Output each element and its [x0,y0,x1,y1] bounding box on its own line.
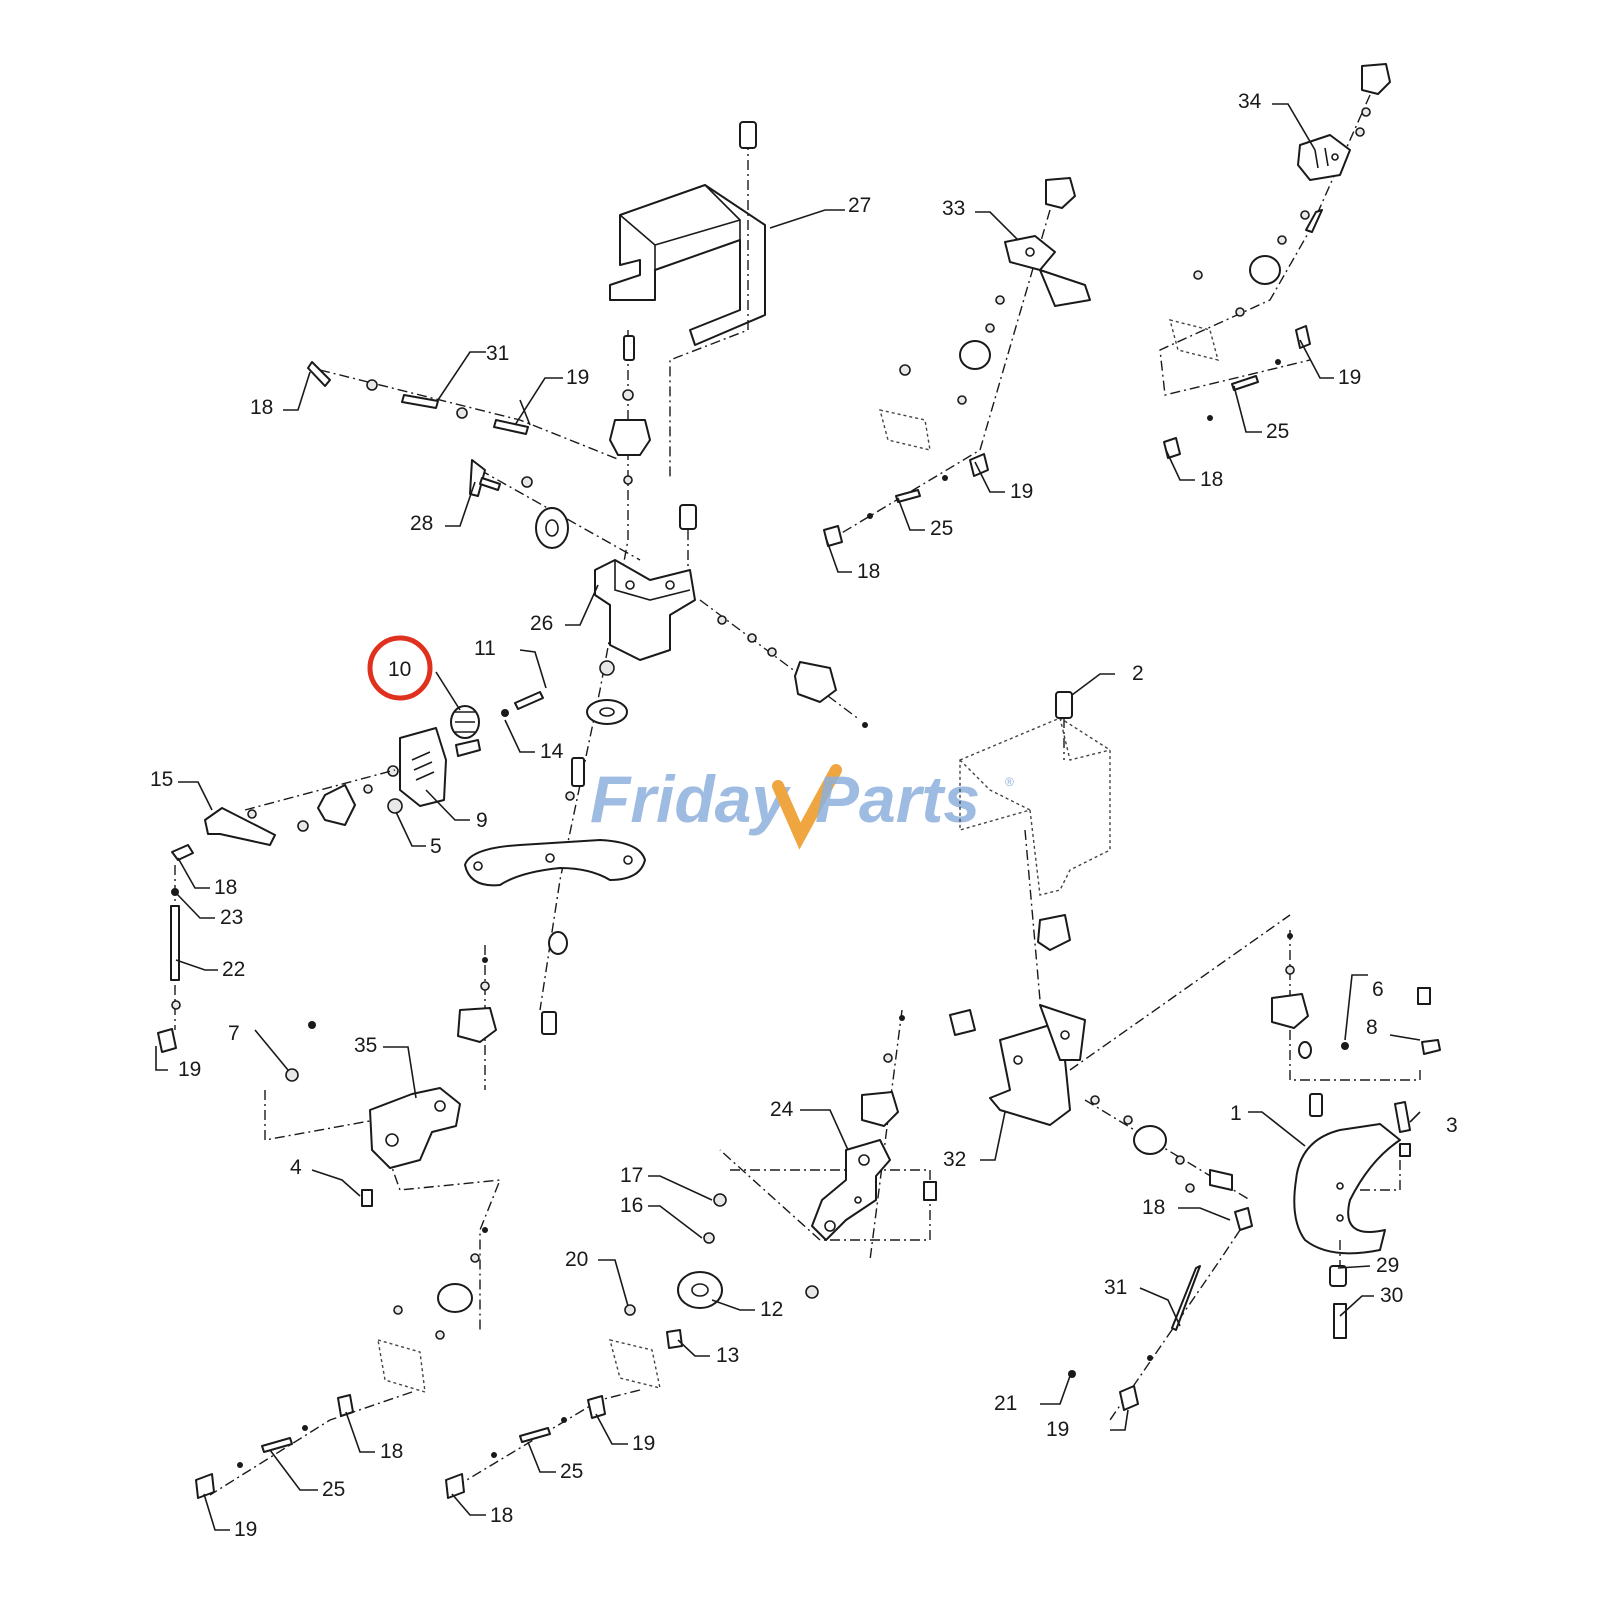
callout-18: 18 [380,1440,403,1463]
callout-19: 19 [1338,366,1361,389]
callout-18: 18 [214,876,237,899]
callout-31: 31 [1104,1276,1127,1299]
callout-18: 18 [1142,1196,1165,1219]
callout-3: 3 [1446,1114,1458,1137]
callout-16: 16 [620,1194,643,1217]
callout-20: 20 [565,1248,588,1271]
callout-24: 24 [770,1098,794,1121]
callout-6: 6 [1372,978,1384,1001]
callout-35: 35 [354,1034,377,1057]
callout-8: 8 [1366,1016,1378,1039]
callout-1: 1 [1230,1102,1242,1125]
callout-31: 31 [486,342,509,365]
callout-19: 19 [566,366,589,389]
callout-7: 7 [228,1022,240,1045]
callout-32: 32 [943,1148,966,1171]
callout-21: 21 [994,1392,1017,1415]
callout-9: 9 [476,809,488,832]
callout-11: 11 [474,637,496,660]
bracket-26 [594,559,696,661]
callout-22: 22 [222,958,245,981]
watermark-accent-icon [772,764,842,850]
callout-25: 25 [322,1478,345,1501]
callout-25: 25 [930,517,953,540]
callout-13: 13 [716,1344,739,1367]
callout-labels: 27 31 19 18 28 26 33 19 25 18 34 19 25 1… [150,90,1458,1541]
fridayparts-watermark: Friday Parts ® [590,762,1014,850]
callout-18: 18 [1200,468,1223,491]
callout-19: 19 [1046,1418,1069,1441]
callout-18: 18 [250,396,273,419]
callout-2: 2 [1132,662,1144,685]
bracket-27 [609,184,766,346]
callout-12: 12 [760,1298,783,1321]
callout-19: 19 [234,1518,257,1541]
callout-10: 10 [388,658,411,681]
ghost-bracket [959,717,1111,896]
callout-27: 27 [848,194,871,217]
callout-26: 26 [530,612,553,635]
watermark-text-2: Parts [815,762,980,836]
callout-28: 28 [410,512,433,535]
bracket-32 [989,1004,1086,1126]
callout-25: 25 [1266,420,1289,443]
callout-19: 19 [632,1432,655,1455]
callout-34: 34 [1238,90,1262,113]
callout-19: 19 [178,1058,201,1081]
callout-23: 23 [220,906,243,929]
callout-17: 17 [620,1164,643,1187]
callout-18: 18 [490,1504,513,1527]
callout-25: 25 [560,1460,583,1483]
callout-33: 33 [942,197,965,220]
callout-30: 30 [1380,1284,1403,1307]
callout-4: 4 [290,1156,302,1179]
svg-text:®: ® [1005,775,1014,789]
callout-14: 14 [540,740,564,763]
callout-15: 15 [150,768,173,791]
watermark-text: Friday [590,762,791,836]
callout-19: 19 [1010,480,1033,503]
callout-5: 5 [430,835,442,858]
callout-29: 29 [1376,1254,1399,1277]
callout-18: 18 [857,560,880,583]
highlight-circle-10 [367,635,433,701]
leader-lines [155,103,1421,1531]
